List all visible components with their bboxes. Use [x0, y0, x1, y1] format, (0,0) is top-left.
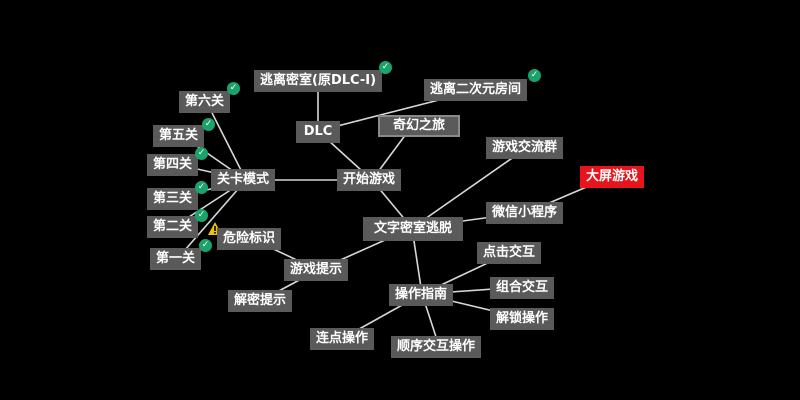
node-lv6[interactable]: 第六关 — [179, 91, 231, 113]
node-danger[interactable]: 危险标识 — [217, 228, 282, 250]
node-root[interactable]: 文字密室逃脱 — [363, 217, 463, 241]
node-big-screen[interactable]: 大屏游戏 — [580, 166, 645, 188]
node-lv1[interactable]: 第一关 — [150, 248, 202, 270]
check-icon: ✓ — [528, 69, 541, 82]
connector-line — [177, 179, 247, 259]
node-sequence[interactable]: 顺序交互操作 — [391, 336, 482, 358]
node-combo[interactable]: 组合交互 — [490, 277, 555, 299]
node-lv3[interactable]: 第三关 — [147, 188, 199, 210]
check-icon: ✓ — [195, 209, 208, 222]
node-escape-2d[interactable]: 逃离二次元房间 — [424, 79, 528, 101]
node-multi-click[interactable]: 连点操作 — [310, 328, 375, 350]
node-click[interactable]: 点击交互 — [477, 242, 542, 264]
check-icon: ✓ — [195, 181, 208, 194]
node-lv4[interactable]: 第四关 — [147, 154, 199, 176]
node-fantasy[interactable]: 奇幻之旅 — [378, 115, 460, 137]
node-level-mode[interactable]: 关卡模式 — [211, 169, 276, 191]
node-mini-program[interactable]: 微信小程序 — [486, 202, 564, 224]
node-lv2[interactable]: 第二关 — [147, 216, 199, 238]
node-lv5[interactable]: 第五关 — [153, 125, 205, 147]
node-hints[interactable]: 游戏提示 — [284, 259, 349, 281]
connector-line — [205, 100, 247, 181]
check-icon: ✓ — [199, 239, 212, 252]
connector-line — [411, 146, 529, 229]
node-unlock[interactable]: 解锁操作 — [490, 308, 555, 330]
node-puzzle-hint[interactable]: 解密提示 — [228, 290, 293, 312]
check-icon: ✓ — [195, 147, 208, 160]
check-icon: ✓ — [202, 118, 215, 131]
check-icon: ✓ — [227, 82, 240, 95]
node-dlc[interactable]: DLC — [296, 121, 340, 143]
check-icon: ✓ — [379, 61, 392, 74]
node-start[interactable]: 开始游戏 — [337, 169, 402, 191]
node-group[interactable]: 游戏交流群 — [486, 137, 564, 159]
node-escape-dlc[interactable]: 逃离密室(原DLC-Ⅰ) — [254, 70, 383, 92]
node-guide[interactable]: 操作指南 — [389, 284, 454, 306]
